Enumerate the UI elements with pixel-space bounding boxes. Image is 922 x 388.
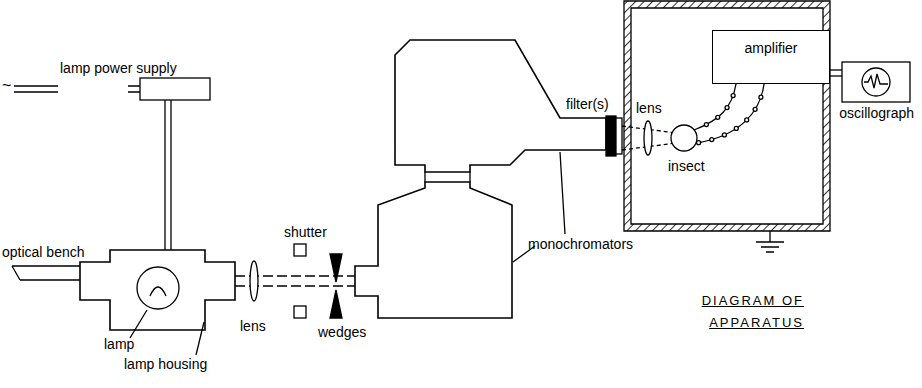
- part-label: filter(s): [566, 96, 609, 112]
- insect-head: [671, 125, 697, 151]
- electrode-bead: [753, 107, 757, 111]
- ac-mains-symbol: ~: [2, 78, 11, 94]
- part-label: monochromators: [528, 236, 633, 252]
- optical-bench-rod: [12, 266, 80, 280]
- ground-symbol: [756, 231, 784, 252]
- signal-wire: [830, 70, 842, 76]
- wire-conductor: [830, 75, 842, 76]
- shutter-blade: [294, 306, 306, 318]
- leader-line: [196, 322, 204, 355]
- electrode-bead: [745, 118, 749, 122]
- lens-symbol: [250, 261, 258, 301]
- supply-box: [140, 78, 210, 100]
- electrode-bead: [722, 133, 726, 137]
- trace: [864, 74, 888, 88]
- oscillograph-box: oscillograph: [842, 62, 910, 102]
- node-label: oscillograph: [839, 105, 914, 121]
- slit-joint: [425, 172, 470, 182]
- electrode-bead: [759, 95, 763, 99]
- mains-wire: [14, 86, 58, 92]
- part-label: lamp: [104, 336, 134, 352]
- part-label: wedges: [318, 324, 366, 340]
- oscillograph-screen: [862, 68, 890, 96]
- lamp-wire: [165, 100, 171, 250]
- electrode-bead: [716, 115, 720, 119]
- node-label: amplifier: [713, 31, 829, 56]
- leader-line: [130, 310, 147, 338]
- electrode-bead: [725, 106, 729, 110]
- part-label: lamp housing: [124, 356, 207, 372]
- wire-conductor: [830, 69, 842, 70]
- wedge: [330, 290, 342, 318]
- electrode-bead: [710, 138, 714, 142]
- part-label: lens: [240, 318, 266, 334]
- shielded-cage: [624, 1, 830, 231]
- node-label: lamp power supply: [60, 60, 177, 76]
- diagram-title: DIAGRAM OF APPARATUS: [676, 290, 804, 334]
- monochromator: [355, 182, 512, 318]
- wedge: [330, 254, 342, 282]
- lamp-filament: [150, 287, 166, 296]
- lamp-bulb: [137, 267, 179, 309]
- filter-block: [616, 118, 622, 154]
- electrode-bead: [731, 94, 735, 98]
- lamp-housing: [80, 250, 235, 330]
- part-label: lens: [636, 100, 662, 116]
- power-supply-box: lamp power supply: [58, 78, 128, 100]
- part-label: insect: [668, 158, 705, 174]
- supply-wire: [128, 86, 140, 92]
- amplifier-box: amplifier: [712, 30, 830, 84]
- electrode-bead: [734, 126, 738, 130]
- part-label: shutter: [284, 224, 327, 240]
- lens-symbol: [644, 121, 652, 155]
- electrode-bead: [697, 141, 701, 145]
- electrode-wire: [694, 84, 764, 143]
- filter-block: [606, 116, 616, 156]
- part-label: optical bench: [2, 244, 85, 260]
- oscillograph-case: [842, 62, 910, 102]
- shutter-blade: [294, 244, 306, 256]
- electrode-bead: [704, 123, 708, 127]
